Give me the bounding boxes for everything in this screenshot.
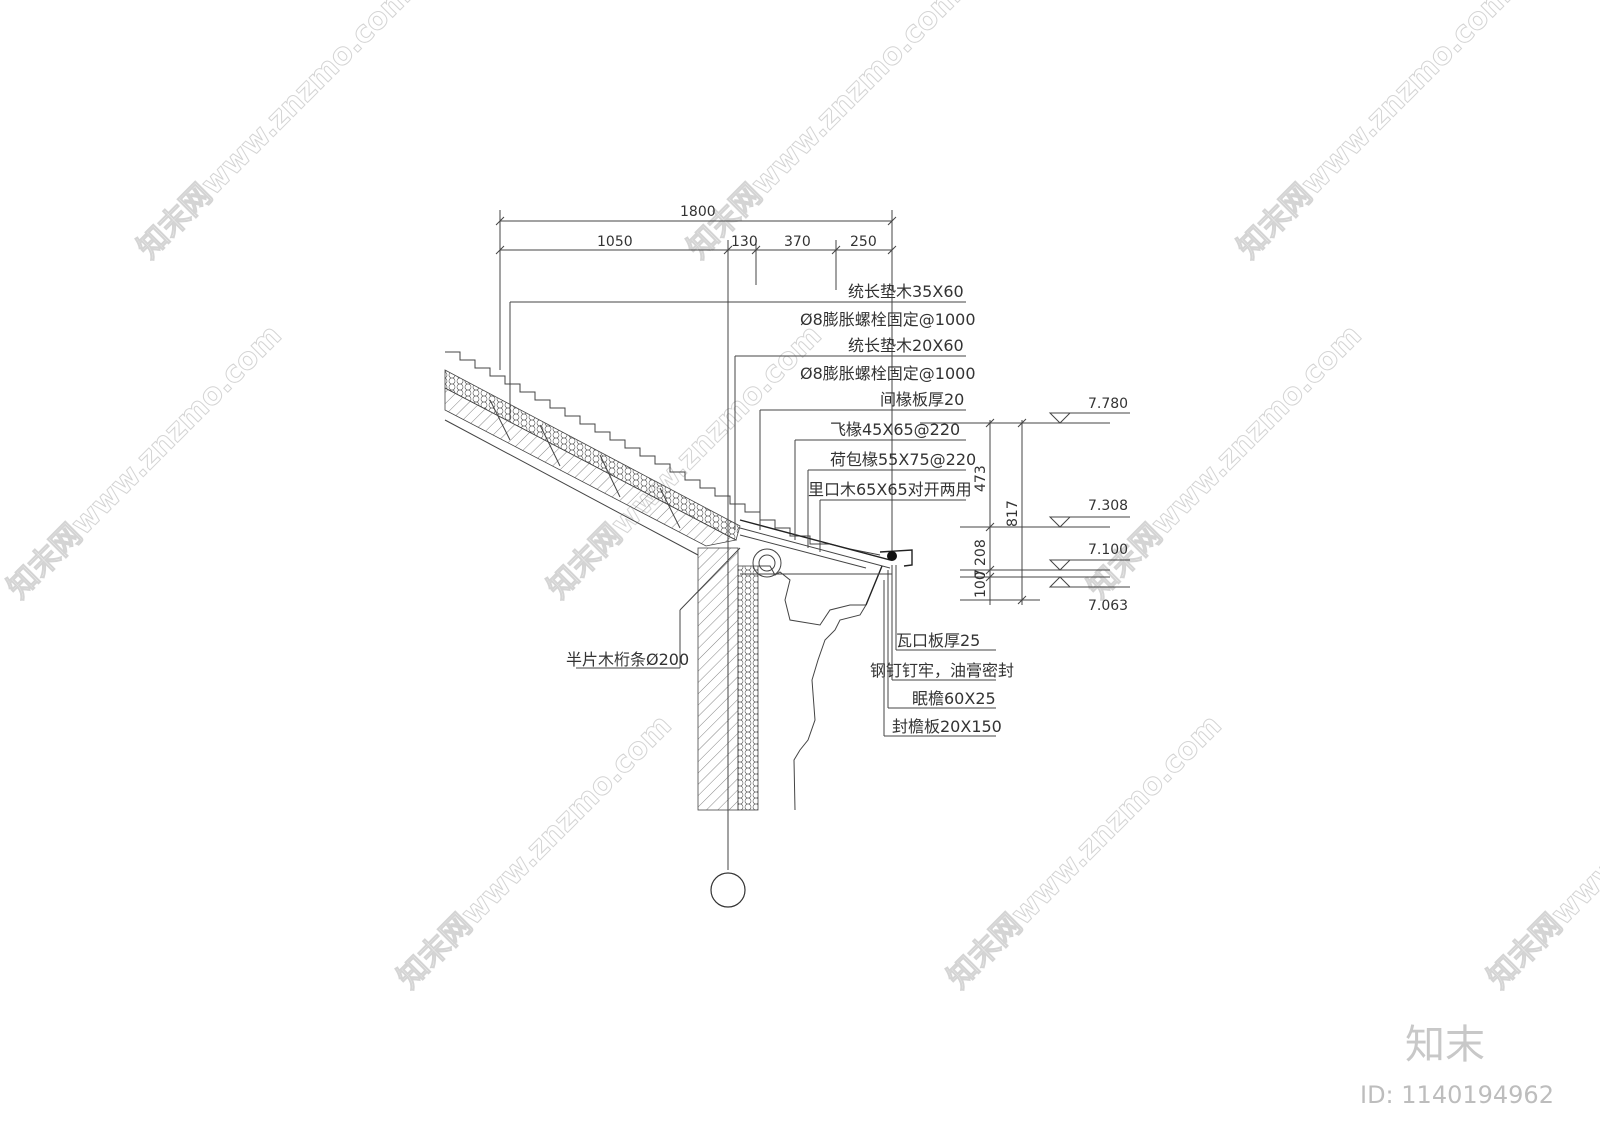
watermark-text: 知末网www.znzmo.com bbox=[1231, 0, 1519, 266]
dim-segment: 370 bbox=[784, 234, 811, 250]
elevation-mark: 7.780 bbox=[1088, 396, 1128, 412]
dim-total: 1800 bbox=[680, 204, 716, 220]
leader-lines bbox=[509, 301, 996, 737]
brand-mark: 知末 bbox=[1405, 1022, 1485, 1068]
elevation-mark: 7.308 bbox=[1088, 498, 1128, 514]
dim-segment: 130 bbox=[731, 234, 758, 250]
watermark-text: 知末网www.znzmo.com bbox=[1481, 708, 1600, 996]
top-dimensions: 1800 1050 130 370 250 bbox=[495, 204, 897, 555]
label-fascia-board: 封檐板20X150 bbox=[892, 717, 1002, 736]
image-id: ID: 1140194962 bbox=[1360, 1081, 1554, 1109]
label-bolt: Ø8膨胀螺栓固定@1000 bbox=[800, 364, 976, 383]
dim-segment: 250 bbox=[850, 234, 877, 250]
watermark-text: 知末网www.znzmo.com bbox=[1081, 318, 1369, 606]
annotation-labels: 统长垫木35X60 Ø8膨胀螺栓固定@1000 统长垫木20X60 Ø8膨胀螺栓… bbox=[566, 282, 1014, 736]
elevation-mark: 7.063 bbox=[1088, 598, 1128, 614]
dim-vertical: 817 bbox=[1005, 500, 1021, 527]
watermark-text: 知末网www.znzmo.com bbox=[131, 0, 419, 266]
dim-vertical: 7 bbox=[973, 569, 989, 578]
label-round-rafter: 荷包椽55X75@220 bbox=[830, 450, 976, 469]
wall-section bbox=[697, 260, 867, 908]
watermark-text: 知末网www.znzmo.com bbox=[391, 708, 679, 996]
roof-section bbox=[444, 351, 913, 606]
label-nail-seal: 钢钉钉牢，油膏密封 bbox=[870, 661, 1014, 680]
watermark-text: 知末网www.znzmo.com bbox=[1, 318, 289, 606]
elevation-mark: 7.100 bbox=[1088, 542, 1128, 558]
label-tile-board: 瓦口板厚25 bbox=[896, 631, 980, 650]
label-flying-rafter: 飞椽45X65@220 bbox=[830, 420, 960, 439]
right-dimensions: 473 817 208 100 7 7.780 7.308 7.100 7.06… bbox=[920, 396, 1130, 614]
label-purlin: 半片木桁条Ø200 bbox=[566, 650, 689, 669]
label-eave-strip: 眠檐60X25 bbox=[912, 689, 996, 708]
label-eave-board: 里口木65X65对开两用 bbox=[808, 480, 972, 499]
watermark-text: 知末网www.znzmo.com bbox=[681, 0, 969, 266]
label-rafter-board: 间椽板厚20 bbox=[880, 390, 964, 409]
axis-bubble bbox=[710, 872, 746, 908]
nail-point bbox=[887, 551, 897, 561]
label-batten: 统长垫木35X60 bbox=[848, 282, 964, 301]
dim-segment: 1050 bbox=[597, 234, 633, 250]
watermark-text: 知末网www.znzmo.com bbox=[941, 708, 1229, 996]
label-batten: 统长垫木20X60 bbox=[848, 336, 964, 355]
dim-vertical: 473 bbox=[973, 465, 989, 492]
label-bolt: Ø8膨胀螺栓固定@1000 bbox=[800, 310, 976, 329]
dim-vertical: 100 bbox=[973, 571, 989, 598]
dim-vertical: 208 bbox=[973, 539, 989, 566]
